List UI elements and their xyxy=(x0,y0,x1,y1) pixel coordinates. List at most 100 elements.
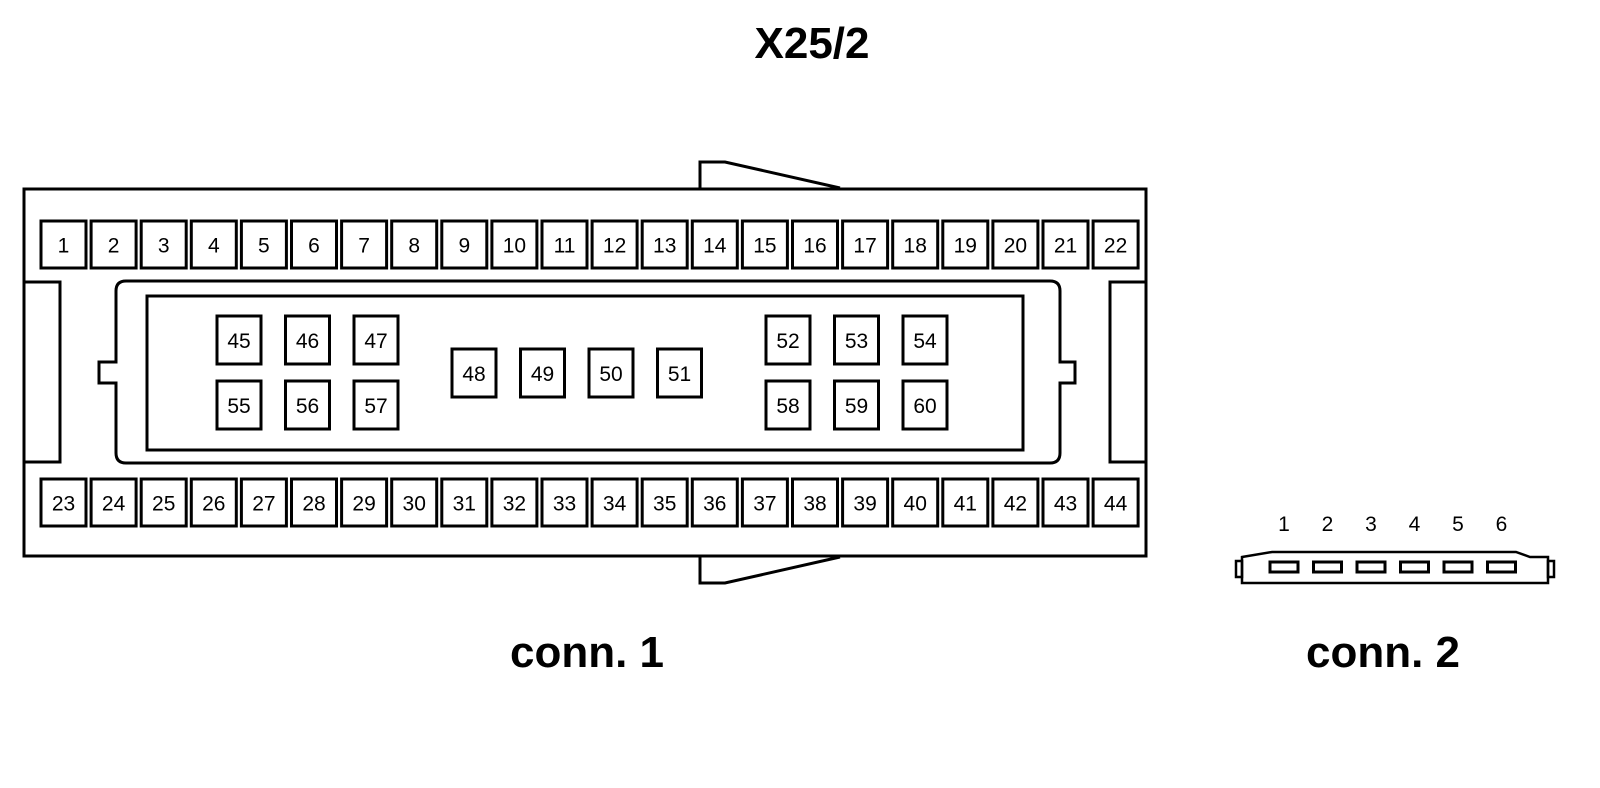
pin-box xyxy=(189,477,238,528)
pin-label: 53 xyxy=(845,330,868,353)
pin-label: 22 xyxy=(1104,235,1127,258)
pin-24: 24 xyxy=(89,477,138,528)
pin-box xyxy=(833,314,880,366)
pin-26: 26 xyxy=(189,477,238,528)
pin-label: 45 xyxy=(227,330,250,353)
pin-28: 28 xyxy=(290,477,338,528)
connector-1-right-rail xyxy=(1108,280,1148,464)
connector-1-inner-cavity xyxy=(97,279,1077,465)
connector-2-left-tab xyxy=(1234,559,1244,579)
connector-1-bottom-latch xyxy=(698,555,841,585)
pin-7: 7 xyxy=(340,219,389,270)
pin-box xyxy=(440,477,489,528)
pin-label: 8 xyxy=(408,235,420,258)
pin-box xyxy=(89,219,138,270)
pin-label: 2 xyxy=(108,235,120,258)
pin-label: 40 xyxy=(904,493,927,516)
pin-number: 6 xyxy=(1496,513,1508,536)
pin-label: 42 xyxy=(1004,493,1027,516)
pin-19: 19 xyxy=(941,219,990,270)
pin-10: 10 xyxy=(490,219,539,270)
pin-label: 6 xyxy=(308,235,320,258)
pin-45: 45 xyxy=(215,314,263,366)
pin-box xyxy=(690,219,739,270)
connector-2-pin-4: 4 xyxy=(1399,513,1430,574)
pin-slot xyxy=(1486,560,1517,574)
pin-box xyxy=(390,477,439,528)
pin-34: 34 xyxy=(590,477,639,528)
pin-16: 16 xyxy=(791,219,839,270)
pin-56: 56 xyxy=(284,379,331,431)
pin-box xyxy=(139,219,188,270)
pin-22: 22 xyxy=(1091,219,1140,270)
pin-label: 13 xyxy=(653,235,676,258)
pin-17: 17 xyxy=(841,219,890,270)
pin-box xyxy=(189,219,238,270)
pin-label: 33 xyxy=(553,493,576,516)
pin-box xyxy=(1041,219,1090,270)
pin-44: 44 xyxy=(1091,477,1140,528)
pin-47: 47 xyxy=(352,314,400,366)
pin-box xyxy=(740,477,789,528)
pin-label: 55 xyxy=(227,395,250,418)
pin-60: 60 xyxy=(901,379,949,431)
pin-box xyxy=(690,477,739,528)
pin-label: 52 xyxy=(776,330,799,353)
pin-59: 59 xyxy=(833,379,880,431)
connector-2-pin-2: 2 xyxy=(1312,513,1343,574)
pin-label: 32 xyxy=(503,493,526,516)
pin-label: 15 xyxy=(753,235,776,258)
pin-label: 26 xyxy=(202,493,225,516)
pin-box xyxy=(239,219,288,270)
pin-55: 55 xyxy=(215,379,263,431)
pin-label: 43 xyxy=(1054,493,1077,516)
pin-43: 43 xyxy=(1041,477,1090,528)
pin-box xyxy=(490,477,539,528)
pin-label: 31 xyxy=(453,493,476,516)
pin-slot xyxy=(1442,560,1474,574)
pin-label: 34 xyxy=(603,493,627,516)
pin-box xyxy=(340,477,389,528)
pin-box xyxy=(941,477,990,528)
pin-box xyxy=(1041,477,1090,528)
pin-box xyxy=(764,379,812,431)
pin-label: 51 xyxy=(668,363,691,386)
pin-9: 9 xyxy=(440,219,489,270)
pin-box xyxy=(901,314,949,366)
pin-6: 6 xyxy=(290,219,338,270)
pin-box xyxy=(740,219,789,270)
pin-label: 49 xyxy=(531,363,554,386)
pin-label: 36 xyxy=(703,493,726,516)
pin-label: 18 xyxy=(904,235,927,258)
pin-label: 7 xyxy=(358,235,370,258)
pin-box xyxy=(841,219,890,270)
pin-label: 14 xyxy=(703,235,727,258)
pin-37: 37 xyxy=(740,477,789,528)
pin-label: 5 xyxy=(258,235,270,258)
pin-box xyxy=(352,379,400,431)
pin-box xyxy=(991,477,1040,528)
pin-46: 46 xyxy=(284,314,331,366)
pin-42: 42 xyxy=(991,477,1040,528)
pin-label: 23 xyxy=(52,493,75,516)
pin-box xyxy=(215,379,263,431)
pin-box xyxy=(791,219,839,270)
connector-2-pin-3: 3 xyxy=(1355,513,1387,574)
pin-27: 27 xyxy=(239,477,288,528)
pin-box xyxy=(587,347,635,399)
pin-51: 51 xyxy=(656,347,703,399)
pin-38: 38 xyxy=(791,477,839,528)
pin-label: 58 xyxy=(776,395,799,418)
pin-label: 1 xyxy=(58,235,70,258)
connector-1-inner-plate xyxy=(145,294,1025,452)
pin-label: 50 xyxy=(599,363,622,386)
pin-label: 28 xyxy=(302,493,325,516)
pin-number: 4 xyxy=(1409,513,1421,536)
pin-53: 53 xyxy=(833,314,880,366)
pin-23: 23 xyxy=(39,477,88,528)
pin-box xyxy=(901,379,949,431)
pin-57: 57 xyxy=(352,379,400,431)
connector-2-right-tab xyxy=(1546,559,1556,579)
